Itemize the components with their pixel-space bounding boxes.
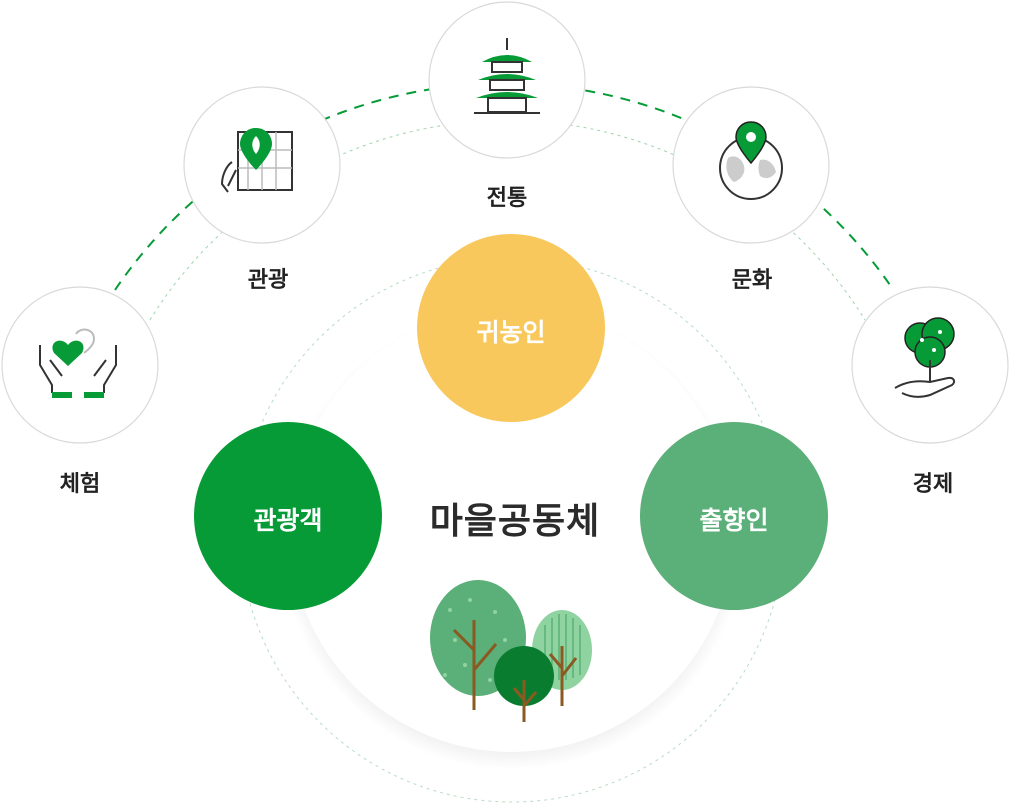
globe-pin-icon xyxy=(719,121,783,200)
role-circle-hometown-person xyxy=(640,422,828,610)
theme-label-experience: 체험 xyxy=(59,472,101,497)
role-label-returning-farmer: 귀농인 xyxy=(476,318,546,347)
role-circle-tourist xyxy=(194,422,382,610)
theme-node-tradition xyxy=(428,1,586,159)
hands-heart-icon xyxy=(39,328,117,398)
theme-label-culture: 문화 xyxy=(731,268,773,293)
theme-node-experience xyxy=(1,286,159,444)
theme-node-tourism xyxy=(183,86,341,244)
role-circle-returning-farmer xyxy=(417,234,605,422)
trees-illustration xyxy=(430,580,592,722)
role-label-hometown-person: 출향인 xyxy=(699,506,769,535)
center-title: 마을공동체 xyxy=(429,501,601,542)
role-label-tourist: 관광객 xyxy=(253,506,323,535)
pagoda-icon xyxy=(474,38,540,114)
theme-label-tradition: 전통 xyxy=(486,186,528,211)
theme-node-culture xyxy=(672,86,830,244)
center-circle xyxy=(290,308,734,752)
hand-tree-icon xyxy=(894,317,956,398)
theme-label-tourism: 관광 xyxy=(247,268,289,293)
map-pin-leaf-icon xyxy=(220,128,293,193)
theme-node-economy xyxy=(851,286,1009,444)
theme-label-economy: 경제 xyxy=(912,472,954,497)
